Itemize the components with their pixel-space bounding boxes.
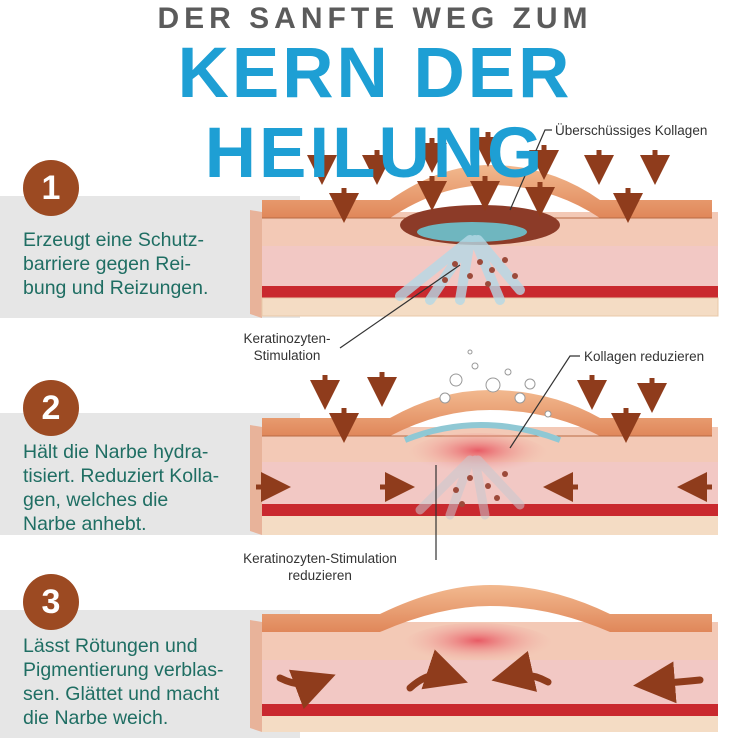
step-1-line: barriere gegen Rei- xyxy=(23,253,192,275)
step-2-line: Hält die Narbe hydra- xyxy=(23,441,209,463)
step-1-line: bung und Reizungen. xyxy=(23,277,209,299)
step-1-badge: 1 xyxy=(23,160,79,216)
step-2-description: Hält die Narbe hydra- tisiert. Reduziert… xyxy=(23,440,258,536)
panel-2 xyxy=(250,349,718,560)
header-subtitle: DER SANFTE WEG ZUM xyxy=(157,2,593,35)
panel-1 xyxy=(250,129,719,349)
label-collagen-reduce: Kollagen reduzieren xyxy=(584,349,705,364)
label-keratinocyte-2-line: Keratinozyten-Stimulation xyxy=(243,551,397,566)
step-3-badge: 3 xyxy=(23,574,79,630)
label-keratinocyte-1: Keratinozyten- Stimulation xyxy=(232,330,342,364)
label-keratinocyte-2: Keratinozyten-Stimulation reduzieren xyxy=(220,550,420,584)
step-3-line: sen. Glättet und macht xyxy=(23,683,220,705)
label-keratinocyte-1-line: Keratinozyten- xyxy=(243,331,331,346)
panel-3 xyxy=(250,585,718,732)
step-3-description: Lässt Rötungen und Pigmentierung verblas… xyxy=(23,634,258,730)
label-collagen-excess: Überschüssiges Kollagen xyxy=(555,123,708,138)
step-3-line: die Narbe weich. xyxy=(23,707,169,729)
step-2-badge: 2 xyxy=(23,380,79,436)
header-title: KERN DER HEILUNG xyxy=(177,34,573,193)
step-3-line: Lässt Rötungen und xyxy=(23,635,198,657)
step-1-line: Erzeugt eine Schutz- xyxy=(23,229,205,251)
step-2-line: Narbe anhebt. xyxy=(23,513,147,535)
step-2-line: tisiert. Reduziert Kolla- xyxy=(23,465,220,487)
label-keratinocyte-2-line: reduzieren xyxy=(288,568,352,583)
step-1-description: Erzeugt eine Schutz- barriere gegen Rei-… xyxy=(23,228,258,300)
step-3-line: Pigmentierung verblas- xyxy=(23,659,224,681)
label-keratinocyte-1-line: Stimulation xyxy=(253,348,321,363)
step-2-line: gen, welches die xyxy=(23,489,169,511)
